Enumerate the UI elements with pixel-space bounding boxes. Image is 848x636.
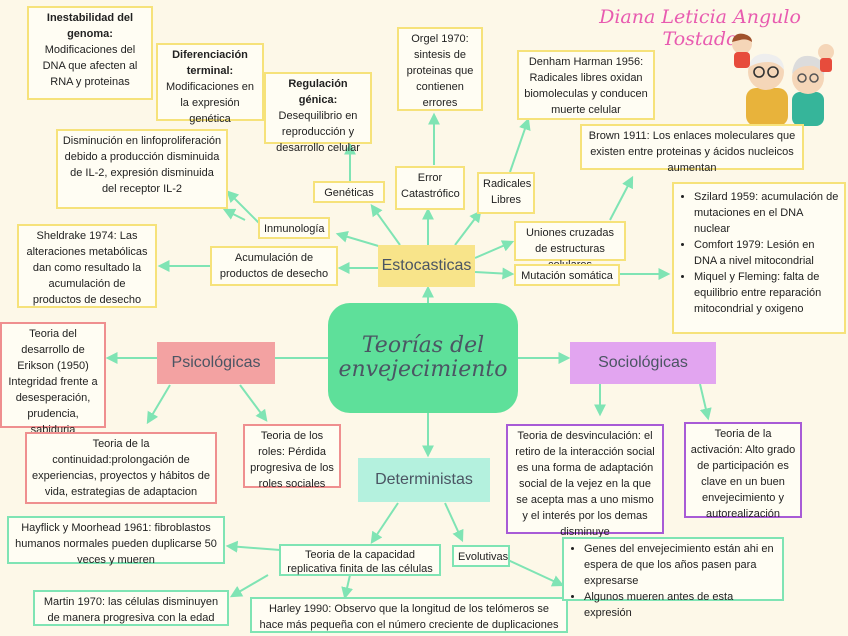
regulacion-title: Regulación génica: [288,78,348,106]
node-orgel: Orgel 1970: sintesis de proteinas que co… [397,27,483,111]
node-radicales-libres: Radicales Libres [477,172,535,214]
diferenciacion-title: Diferenciación terminal: [172,49,248,77]
node-desvinculacion: Teoria de desvinculación: el retiro de l… [506,424,664,538]
mutacion-item-2: Comfort 1979: Lesión en DNA a nivel mito… [694,238,840,270]
evolutivas-item-1: Genes del envejecimiento están ahi en es… [584,542,778,590]
node-continuidad: Teoria de la continuidad:prolongación de… [25,432,217,504]
node-brown: Brown 1911: Los enlaces moleculares que … [580,124,804,174]
category-psicologicas: Psicológicas [157,342,275,384]
node-activacion: Teoria de la activación: Alto grado de p… [684,422,802,520]
category-estocasticas: Estocasticas [378,245,475,287]
evolutivas-item-2: Algunos mueren antes de esta expresión [584,590,778,622]
node-sheldrake: Sheldrake 1974: Las alteraciones metaból… [17,224,157,308]
node-acumulacion-desecho: Acumulación de productos de desecho [210,246,338,286]
category-deterministas: Deterministas [358,458,490,502]
category-sociologicas: Sociológicas [570,342,716,384]
node-roles: Teoria de los roles: Pérdida progresiva … [243,424,341,490]
node-inestabilidad-genoma: Inestabilidad del genoma: Modificaciones… [27,6,153,100]
center-title: Teorías del envejecimiento [328,303,518,413]
inestabilidad-text: Modificaciones del DNA que afecten al RN… [42,43,138,88]
regulacion-text: Desequilibrio en reproducción y desarrol… [276,109,360,154]
node-mutacion-list: Szilard 1959: acumulación de mutaciones … [672,182,846,334]
diferenciacion-text: Modificaciones en la expresión genética [165,80,255,125]
node-error-catastrofico: Error Catastrófico [395,166,465,210]
node-geneticas: Genéticas [313,181,385,203]
node-diferenciacion-terminal: Diferenciación terminal: Modificaciones … [156,43,264,125]
node-inmunologia: Inmunología [258,217,330,239]
node-erikson: Teoria del desarrollo de Erikson (1950) … [0,322,106,436]
grandparents-illustration-icon [732,33,834,126]
node-hayflick: Hayflick y Moorhead 1961: fibroblastos h… [7,516,225,566]
node-evolutivas: Evolutivas [452,545,510,567]
inestabilidad-title: Inestabilidad del genoma: [46,12,134,40]
author-name: Diana Leticia Angulo Tostado [599,6,801,50]
node-capacidad-replicativa: Teoria de la capacidad replicativa finit… [279,544,441,576]
node-harley: Harley 1990: Observo que la longitud de … [250,597,568,633]
mutacion-item-1: Szilard 1959: acumulación de mutaciones … [694,190,840,238]
node-mutacion-somatica: Mutación somática [514,264,620,286]
node-regulacion-genica: Regulación génica: Desequilibrio en repr… [264,72,372,154]
node-uniones-cruzadas: Uniones cruzadas de estructuras celulare… [514,221,626,271]
node-martin: Martin 1970: las células disminuyen de m… [33,590,229,626]
node-denham-harman: Denham Harman 1956: Radicales libres oxi… [517,50,655,120]
node-disminucion-linfoproliferacion: Disminución en linfoproliferación debido… [56,129,228,209]
node-evolutivas-list: Genes del envejecimiento están ahi en es… [562,537,784,619]
mutacion-item-3: Miquel y Fleming: falta de equilibrio en… [694,270,840,318]
